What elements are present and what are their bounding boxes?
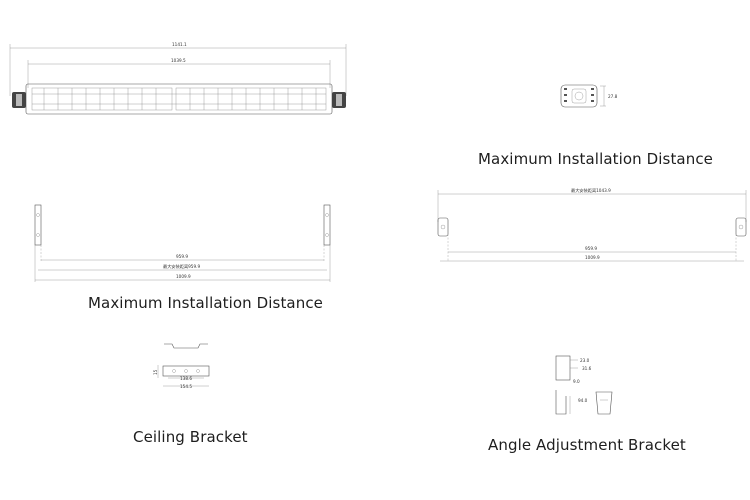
dim-wall-inner: 959.9	[585, 246, 597, 251]
dim-bracket-inner: 138.6	[180, 376, 192, 381]
dim-wall-outer: 1009.9	[585, 255, 600, 260]
dim-overall-length: 1141.1	[172, 42, 187, 47]
dim-angle-r: 9.0	[573, 379, 580, 384]
dim-bracket-outer: 154.5	[180, 384, 192, 389]
dim-angle-mid: 31.6	[582, 366, 592, 371]
dim-body-length: 1039.5	[171, 58, 186, 63]
dim-angle-side: 94.0	[578, 398, 588, 403]
dim-wall-max: 最大安装距离1043.9	[571, 187, 611, 194]
dim-end-cap-depth: 27.8	[608, 94, 618, 99]
dim-angle-top: 23.0	[580, 358, 590, 363]
caption-max-distance-top: Maximum Installation Distance	[478, 150, 714, 168]
dim-ceiling-inner: 959.9	[176, 254, 188, 259]
caption-ceiling-bracket: Ceiling Bracket	[133, 428, 248, 446]
dim-ceiling-outer: 1009.9	[176, 274, 191, 279]
dim-bracket-height: 15	[153, 369, 158, 375]
caption-angle-adjustment-bracket: Angle Adjustment Bracket	[488, 436, 686, 454]
dim-ceiling-max: 最大安装距离959.9	[163, 263, 200, 270]
caption-max-distance-middle: Maximum Installation Distance	[88, 294, 324, 312]
